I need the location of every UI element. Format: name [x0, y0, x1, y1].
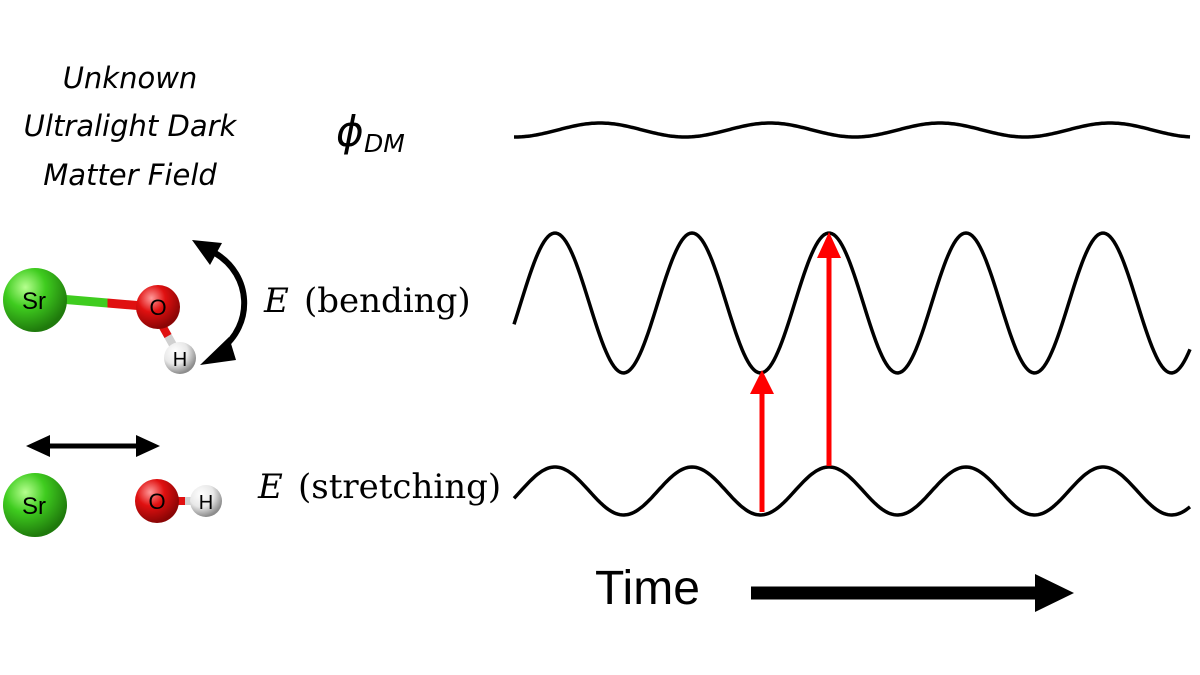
transition-arrow-short	[750, 370, 774, 512]
bending-rotation-arrow-icon	[192, 240, 248, 365]
time-arrow-icon	[751, 574, 1074, 612]
bent-molecule: Sr O H	[3, 268, 196, 374]
dark-matter-field-label: Unknown Ultralight Dark Matter Field	[24, 61, 238, 192]
bending-symbol: E	[263, 281, 289, 321]
strontium-atom-linear	[3, 473, 67, 537]
stretching-text: (stretching)	[298, 467, 501, 507]
bending-wave	[512, 231, 1192, 375]
oxygen-atom-linear-label: O	[148, 489, 165, 514]
time-label: Time	[595, 562, 700, 615]
strontium-atom	[3, 268, 67, 332]
linear-molecule: Sr O H	[3, 473, 222, 537]
hydrogen-atom-label: H	[173, 349, 187, 371]
stretching-energy-label: E (stretching)	[257, 467, 501, 507]
phi-subscript: DM	[364, 129, 405, 158]
transition-arrow-long	[817, 232, 841, 466]
hydrogen-atom-linear	[190, 485, 222, 517]
time-axis: Time	[595, 562, 1074, 615]
stretch-double-arrow-icon	[26, 435, 160, 457]
hydrogen-atom	[164, 342, 196, 374]
phi-symbol: ϕ	[336, 107, 364, 156]
oxygen-atom-linear	[135, 479, 179, 523]
stretching-wave	[512, 465, 1192, 517]
transition-arrows	[750, 232, 841, 512]
field-label-line1: Unknown	[63, 61, 198, 95]
bending-energy-label: E (bending)	[263, 281, 471, 321]
phi-dm-label: ϕ DM	[336, 107, 405, 158]
strontium-atom-linear-label: Sr	[22, 493, 46, 520]
field-label-line2: Ultralight Dark	[24, 109, 238, 143]
hydrogen-atom-linear-label: H	[199, 492, 213, 514]
strontium-atom-label: Sr	[22, 288, 46, 315]
oxygen-atom-label: O	[149, 295, 166, 320]
oxygen-atom	[136, 285, 180, 329]
stretching-symbol: E	[257, 467, 283, 507]
field-label-line3: Matter Field	[43, 158, 217, 192]
dark-matter-wave	[514, 121, 1191, 139]
bending-text: (bending)	[304, 281, 471, 321]
